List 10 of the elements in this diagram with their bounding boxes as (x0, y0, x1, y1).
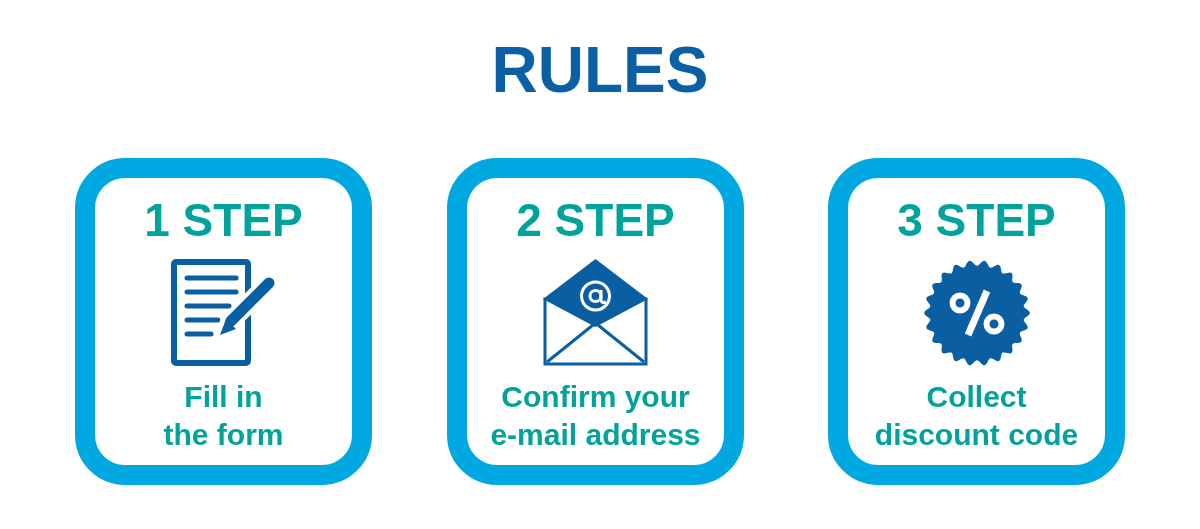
step-card (75, 158, 372, 485)
step-heading: 3 STEP (897, 195, 1056, 245)
step-card (447, 158, 744, 485)
step-card (828, 158, 1125, 485)
step-heading: 1 STEP (144, 195, 303, 245)
step-description: Fill in the form (162, 379, 285, 453)
step-heading: 2 STEP (516, 195, 675, 245)
step-description: Collect discount code (873, 379, 1080, 453)
title: RULES (491, 33, 709, 108)
step-description: Confirm your e-mail address (489, 379, 702, 453)
